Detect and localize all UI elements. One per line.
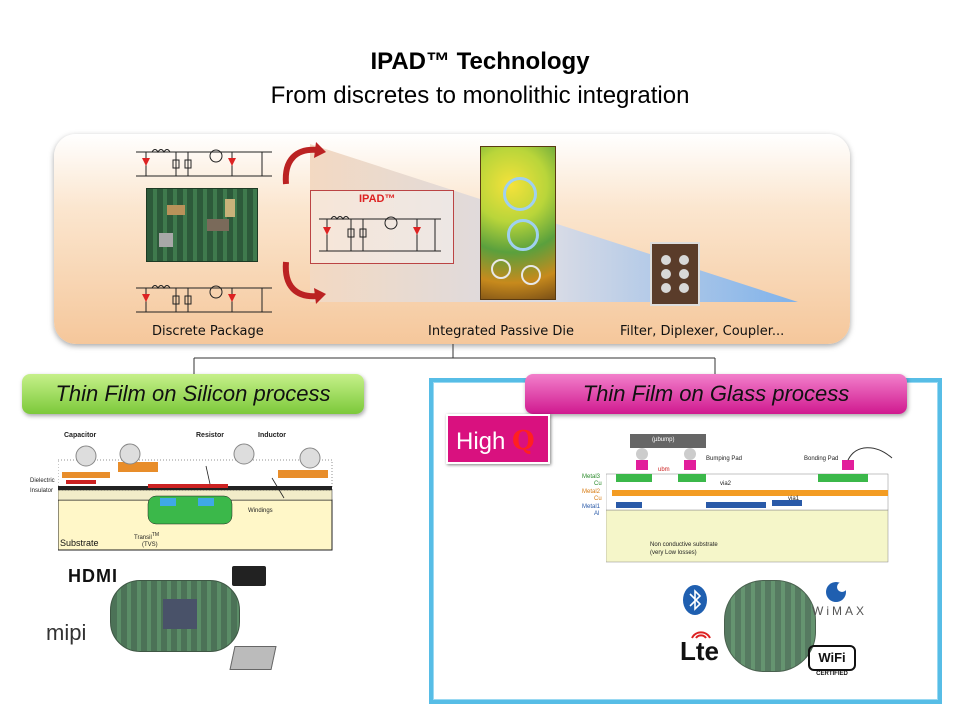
metal2-label: Metal2 — [582, 489, 601, 495]
ipad-box: IPAD™ — [310, 190, 454, 264]
silicon-cross-section: Capacitor Resistor Inductor Dielectric I… — [30, 432, 334, 552]
insulator-label: Insulator — [30, 488, 54, 494]
schematic-bottom — [136, 285, 272, 313]
integrated-passive-die-label: Integrated Passive Die — [428, 324, 575, 339]
q-text: Q — [512, 426, 535, 456]
thin-film-silicon-title: Thin Film on Silicon process — [22, 374, 364, 414]
discrete-package-label: Discrete Package — [152, 324, 264, 339]
wifi-certified-label: CERTIFIED — [816, 671, 848, 677]
windings-label: Windings — [248, 508, 273, 514]
substrate-line1: Non conductive substrate — [650, 542, 718, 548]
glass-cross-section: (µbump) Bumping Pad Bonding Pad ubm via2… — [582, 434, 894, 564]
glass-layers — [606, 434, 893, 563]
via2-label: via2 — [720, 481, 732, 487]
curved-arrow-down-icon — [282, 142, 326, 185]
curved-arrow-up-icon — [282, 261, 326, 304]
metal3-material: Cu — [594, 481, 602, 487]
inductor-label: Inductor — [258, 432, 286, 439]
ubump-label: (µbump) — [652, 437, 675, 443]
metal3-label: Metal3 — [582, 474, 601, 480]
wimax-logo: WiMAX — [812, 604, 867, 618]
mipi-logo: mipi — [46, 620, 87, 645]
resistor-label: Resistor — [196, 432, 225, 439]
silicon-board-image — [110, 580, 240, 652]
discrete-pcb-image — [146, 188, 258, 262]
lte-logo: Lte — [680, 636, 719, 666]
substrate-label: Substrate — [60, 538, 99, 548]
bonding-pad-label: Bonding Pad — [804, 456, 839, 462]
high-q-badge: High Q — [446, 414, 550, 464]
bluetooth-icon — [683, 585, 707, 615]
metal1-material: Al — [594, 511, 600, 517]
metal1-label: Metal1 — [582, 504, 601, 510]
thin-film-glass-title: Thin Film on Glass process — [525, 374, 907, 414]
tree-connector — [193, 344, 716, 374]
lte-waves-icon — [691, 631, 711, 639]
wifi-logo: WiFi — [808, 645, 856, 671]
dielectric-label: Dielectric — [30, 478, 55, 484]
functions-label: Filter, Diplexer, Coupler... — [620, 324, 785, 339]
metal2-material: Cu — [594, 496, 602, 502]
substrate-line2: (very Low losses) — [650, 550, 697, 556]
high-text: High — [456, 428, 506, 455]
silicon-layers — [58, 443, 333, 551]
wimax-icon — [826, 582, 847, 602]
bumping-pad-label: Bumping Pad — [706, 456, 743, 462]
ipd-die-image — [480, 146, 556, 300]
tvs-label: (TVS) — [142, 542, 158, 548]
usb-connector-image — [229, 646, 277, 670]
sd-card-image — [232, 566, 266, 586]
capacitor-label: Capacitor — [64, 432, 97, 439]
ipad-box-label: IPAD™ — [359, 193, 396, 205]
transil-label: TransilTM — [134, 532, 160, 541]
ipad-schematic — [319, 216, 441, 252]
packaged-ipd-image — [650, 242, 700, 306]
integration-banner: IPAD™ — [54, 134, 850, 344]
page-subtitle: From discretes to monolithic integration — [270, 82, 690, 109]
glass-board-image — [724, 580, 816, 672]
ubm-label: ubm — [658, 467, 670, 473]
page-title: IPAD™ Technology — [370, 48, 590, 75]
via1-label: via1 — [788, 496, 800, 502]
hdmi-logo: HDMI — [68, 566, 118, 586]
schematic-top — [136, 149, 272, 177]
